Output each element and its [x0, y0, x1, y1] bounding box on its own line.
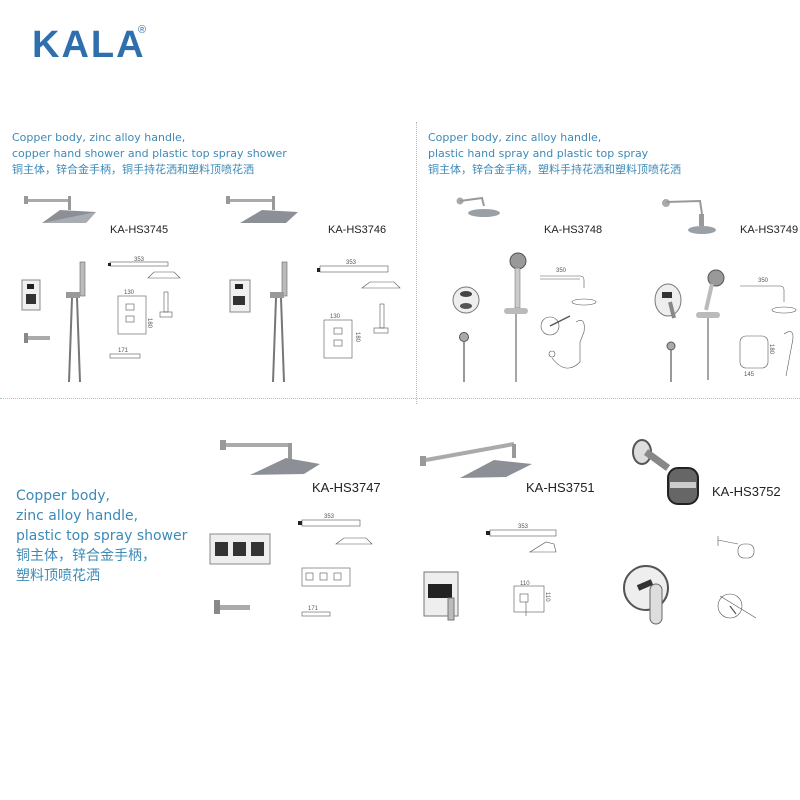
description-line: 塑料顶喷花洒 — [16, 568, 100, 584]
shower-head-icon — [226, 196, 298, 223]
svg-text:350: 350 — [758, 278, 769, 284]
description-line: 铜主体，锌合金手柄，塑料手持花洒和塑料顶喷花洒 — [428, 163, 681, 176]
description-line: plastic top spray shower — [16, 528, 188, 544]
tub-spout-icon — [214, 600, 250, 614]
model-label: KA-HS3752 — [712, 484, 781, 499]
hand-shower-icon — [66, 261, 86, 383]
svg-text:353: 353 — [324, 514, 335, 520]
svg-text:110: 110 — [544, 592, 550, 602]
shower-head-icon — [420, 442, 532, 478]
technical-drawing-icon: 110 110 — [513, 581, 550, 616]
hand-shower-icon — [504, 252, 528, 382]
mixer-valve-icon — [452, 286, 480, 314]
technical-drawing-icon: 353 — [486, 524, 557, 553]
description-line: copper hand shower and plastic top spray… — [12, 147, 287, 160]
description-line: Copper body, — [16, 488, 111, 504]
mixer-valve-icon — [623, 565, 669, 625]
horizontal-divider — [0, 398, 800, 399]
mixer-valve-icon — [229, 279, 251, 313]
svg-text:180: 180 — [354, 332, 360, 343]
hand-shower-icon — [696, 269, 725, 380]
vertical-divider — [416, 122, 417, 404]
brand-logo: KALA — [32, 24, 146, 66]
model-label: KA-HS3751 — [526, 480, 595, 495]
shower-head-icon — [456, 196, 500, 217]
svg-text:171: 171 — [118, 348, 129, 354]
dimension-label: 353 — [134, 257, 145, 263]
model-label: KA-HS3745 — [110, 224, 169, 236]
description-line: Copper body, zinc alloy handle, — [12, 131, 186, 144]
description-line: plastic hand spray and plastic top spray — [428, 147, 649, 160]
model-label: KA-HS3747 — [312, 480, 381, 495]
technical-drawing-icon — [717, 536, 755, 559]
description-line: 铜主体，锌合金手柄， — [16, 548, 156, 564]
model-label: KA-HS3749 — [740, 224, 799, 236]
description-line: zinc alloy handle, — [16, 508, 139, 524]
description-line: 铜主体，锌合金手柄，铜手持花洒和塑料顶喷花洒 — [12, 163, 254, 176]
registered-mark: ® — [138, 24, 147, 36]
description-line: Copper body, zinc alloy handle, — [428, 131, 602, 144]
svg-text:171: 171 — [308, 606, 319, 612]
section-description-top-right: Copper body, zinc alloy handle, plastic … — [428, 130, 681, 178]
technical-drawing-icon — [717, 593, 757, 619]
svg-text:180: 180 — [146, 318, 152, 329]
svg-text:145: 145 — [744, 372, 755, 378]
svg-text:130: 130 — [124, 290, 135, 296]
mixer-valve-icon — [209, 533, 271, 565]
svg-text:350: 350 — [556, 268, 567, 274]
section-description-bottom: Copper body, zinc alloy handle, plastic … — [16, 486, 187, 586]
technical-drawing-icon: 350 — [540, 268, 597, 369]
technical-drawing-icon: 350 145 180 — [739, 278, 797, 378]
model-label: KA-HS3746 — [328, 224, 387, 236]
shower-head-icon — [24, 196, 96, 223]
svg-text:180: 180 — [768, 344, 774, 355]
shower-head-icon — [662, 199, 716, 234]
technical-drawing-icon: 353 130 180 171 — [108, 257, 181, 359]
tub-spout-icon — [24, 333, 50, 343]
svg-text:353: 353 — [346, 260, 357, 266]
technical-drawing-icon: 353 171 — [298, 514, 373, 617]
svg-text:110: 110 — [520, 581, 530, 587]
hand-shower-icon — [666, 341, 676, 382]
svg-text:130: 130 — [330, 314, 341, 320]
mixer-valve-icon — [423, 571, 459, 621]
hand-shower-icon — [459, 332, 469, 382]
mixer-valve-icon — [21, 279, 41, 311]
svg-text:353: 353 — [518, 524, 529, 530]
mixer-valve-icon — [654, 283, 682, 319]
shower-head-icon — [632, 439, 699, 505]
section-description-top-left: Copper body, zinc alloy handle, copper h… — [12, 130, 287, 178]
shower-head-icon — [220, 440, 320, 475]
hand-shower-icon — [270, 261, 288, 383]
model-label: KA-HS3748 — [544, 224, 603, 236]
technical-drawing-icon: 353 130 180 — [317, 260, 401, 359]
